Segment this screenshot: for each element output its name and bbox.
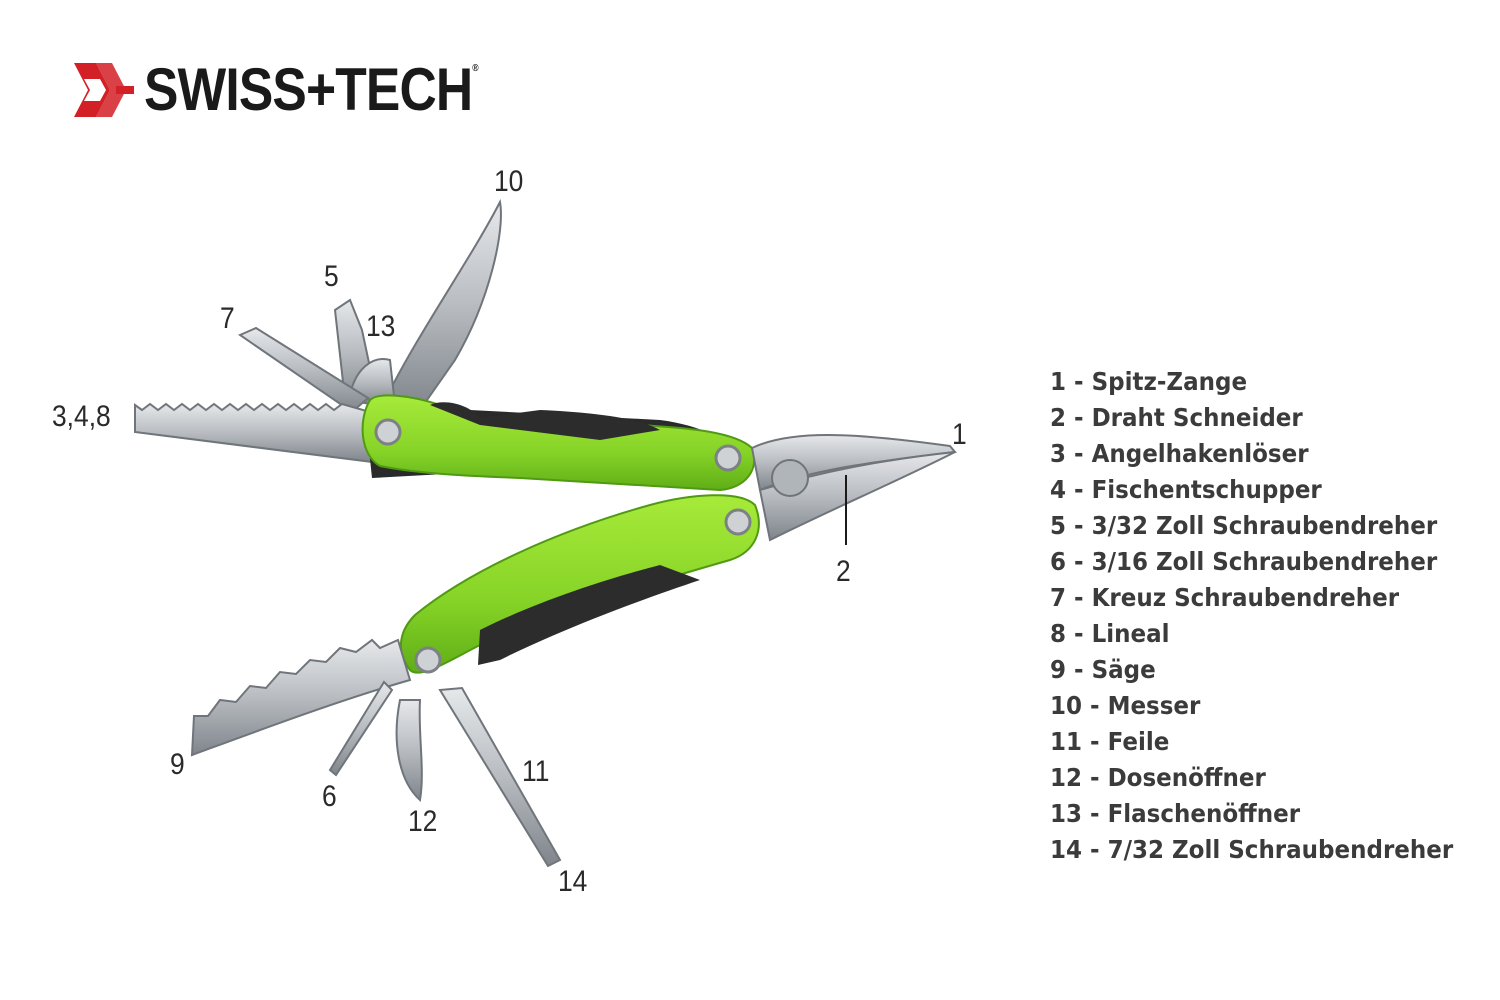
callout-12: 12: [408, 805, 438, 838]
upper-handle: [361, 394, 756, 492]
pliers-pivot: [771, 459, 809, 497]
brand-logo: SWISS+TECH®: [70, 55, 532, 125]
upper-rivet-left: [374, 418, 402, 446]
callout-7: 7: [220, 302, 235, 335]
callout-1: 1: [952, 418, 967, 451]
file-tool-11: [438, 686, 562, 868]
flat-screwdriver-6: [328, 680, 394, 777]
phillips-screwdriver-7: [237, 326, 370, 414]
callout-2: 2: [836, 555, 851, 588]
legend-item: 3 - Angelhakenlöser: [1050, 439, 1309, 468]
can-opener-12: [395, 699, 423, 802]
callout-10: 10: [494, 165, 524, 198]
upper-handle-dark-grip: [430, 402, 660, 440]
callout-9: 9: [170, 748, 185, 781]
brand-name-text: SWISS+TECH: [144, 56, 473, 123]
callout-3-4-8: 3,4,8: [52, 400, 111, 433]
legend-item: 6 - 3/16 Zoll Schraubendreher: [1050, 547, 1438, 576]
legend-item: 11 - Feile: [1050, 727, 1170, 756]
legend-item: 1 - Spitz-Zange: [1050, 367, 1248, 396]
lower-handle: [399, 494, 760, 674]
pliers-jaw-lower: [758, 451, 956, 542]
upper-rivet-right: [714, 444, 742, 472]
swiss-tech-logo-mark: [74, 63, 134, 117]
legend-item: 8 - Lineal: [1050, 619, 1170, 648]
fish-scaler-ruler-blade: [134, 402, 374, 464]
legend-item: 12 - Dosenöffner: [1050, 763, 1266, 792]
knife-blade: [383, 198, 502, 412]
registered-mark: ®: [472, 63, 478, 74]
lower-rivet-right: [724, 508, 752, 536]
legend-item: 7 - Kreuz Schraubendreher: [1050, 583, 1400, 612]
brand-name: SWISS+TECH®: [144, 60, 479, 120]
legend-item: 9 - Säge: [1050, 655, 1156, 684]
legend-item: 5 - 3/32 Zoll Schraubendreher: [1050, 511, 1438, 540]
legend-item: 13 - Flaschenöffner: [1050, 799, 1301, 828]
lower-handle-dark-grip: [478, 565, 700, 665]
lower-rivet-left: [414, 646, 442, 674]
callout-13: 13: [366, 310, 396, 343]
legend-item: 14 - 7/32 Zoll Schraubendreher: [1050, 835, 1454, 864]
legend-item: 10 - Messer: [1050, 691, 1201, 720]
legend-item: 4 - Fischentschupper: [1050, 475, 1322, 504]
legend-item: 2 - Draht Schneider: [1050, 403, 1303, 432]
callout-6: 6: [322, 780, 337, 813]
multitool-illustration: [134, 198, 957, 868]
tool-legend: 1 - Spitz-Zange 2 - Draht Schneider 3 - …: [1050, 364, 1488, 868]
callout-14: 14: [558, 865, 588, 898]
callout-11: 11: [522, 755, 550, 788]
saw-blade: [190, 638, 412, 757]
callout-5: 5: [324, 260, 339, 293]
